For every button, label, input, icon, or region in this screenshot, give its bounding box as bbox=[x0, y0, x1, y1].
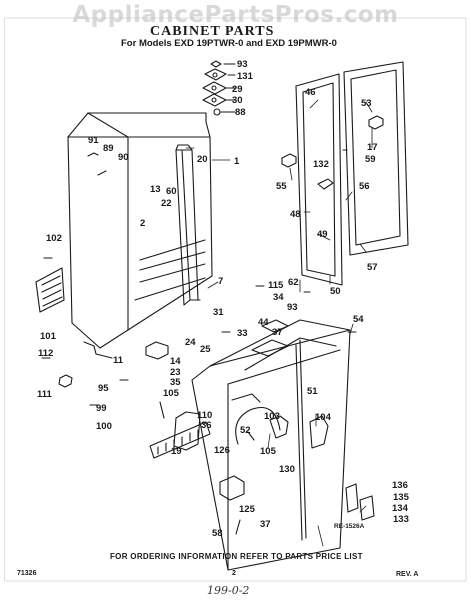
document-code: 71326 bbox=[17, 570, 37, 577]
cabinet-back-panel bbox=[35, 267, 65, 313]
callout-99: 99 bbox=[96, 403, 107, 414]
part-callouts: 93 131 29 30 88 46 53 17 59 91 89 90 20 … bbox=[37, 59, 410, 539]
callout-115: 115 bbox=[268, 280, 284, 291]
callout-46: 46 bbox=[305, 87, 316, 98]
callout-93: 93 bbox=[237, 59, 248, 70]
door-gasket-frames bbox=[295, 61, 409, 286]
callout-54: 54 bbox=[353, 314, 364, 325]
callout-52: 52 bbox=[240, 425, 251, 436]
callout-23: 23 bbox=[170, 367, 181, 378]
callout-51: 51 bbox=[307, 386, 318, 397]
callout-59: 59 bbox=[365, 154, 376, 165]
callout-130: 130 bbox=[279, 464, 295, 475]
callout-62: 62 bbox=[288, 277, 299, 288]
callout-25: 25 bbox=[200, 344, 211, 355]
callout-105: 105 bbox=[163, 388, 180, 399]
callout-34: 34 bbox=[273, 292, 284, 303]
page-number: 2 bbox=[232, 570, 236, 577]
callout-14: 14 bbox=[170, 356, 181, 367]
callout-91: 91 bbox=[88, 135, 99, 146]
callout-22: 22 bbox=[161, 198, 172, 209]
callout-125: 125 bbox=[239, 504, 256, 515]
callout-55: 55 bbox=[276, 181, 287, 192]
callout-53: 53 bbox=[361, 98, 372, 109]
diagram-subtitle: For Models EXD 19PTWR-0 and EXD 19PMWR-0 bbox=[121, 38, 337, 49]
callout-17: 17 bbox=[367, 142, 378, 153]
callout-36: 36 bbox=[201, 420, 212, 431]
callout-44: 44 bbox=[258, 317, 269, 328]
callout-56: 56 bbox=[359, 181, 370, 192]
right-side-parts bbox=[219, 393, 375, 535]
callout-24: 24 bbox=[185, 337, 196, 348]
callout-100: 100 bbox=[96, 421, 112, 432]
callout-13: 13 bbox=[150, 184, 161, 195]
callout-31: 31 bbox=[213, 307, 224, 318]
callout-37-lower: 37 bbox=[260, 519, 271, 530]
callout-133: 133 bbox=[393, 514, 409, 525]
cabinet-shell bbox=[67, 112, 213, 349]
callout-126: 126 bbox=[214, 445, 230, 456]
callout-29: 29 bbox=[232, 84, 243, 95]
callout-48: 48 bbox=[290, 209, 301, 220]
callout-30: 30 bbox=[232, 95, 243, 106]
callout-11: 11 bbox=[113, 355, 124, 366]
diagram-title: CABINET PARTS bbox=[150, 24, 275, 39]
callout-132: 132 bbox=[313, 159, 329, 170]
revision-label: REV. A bbox=[396, 571, 419, 578]
callout-104: 104 bbox=[315, 412, 332, 423]
callout-19: 19 bbox=[171, 446, 182, 457]
callout-2: 2 bbox=[140, 218, 145, 229]
lower-left-parts bbox=[58, 341, 211, 459]
watermark: AppliancePartsPros.com bbox=[72, 2, 399, 28]
top-hinge-parts bbox=[202, 60, 236, 116]
callout-102: 102 bbox=[46, 233, 62, 244]
callout-37: 37 bbox=[272, 327, 283, 338]
callout-101: 101 bbox=[40, 331, 57, 342]
callout-93-lower: 93 bbox=[287, 302, 298, 313]
callout-95: 95 bbox=[98, 383, 109, 394]
callout-135: 135 bbox=[393, 492, 410, 503]
callout-leader-lines bbox=[185, 99, 373, 547]
callout-50: 50 bbox=[330, 286, 341, 297]
callout-134: 134 bbox=[392, 503, 409, 514]
callout-105-lower: 105 bbox=[260, 446, 277, 457]
callout-131: 131 bbox=[237, 71, 254, 82]
handwritten-note: 199-0-2 bbox=[207, 584, 250, 597]
callout-136: 136 bbox=[392, 480, 408, 491]
fasteners bbox=[41, 152, 357, 441]
callout-20: 20 bbox=[197, 154, 208, 165]
callout-1: 1 bbox=[234, 156, 240, 167]
callout-57: 57 bbox=[367, 262, 378, 273]
callout-89: 89 bbox=[103, 143, 114, 154]
callout-49: 49 bbox=[317, 229, 328, 240]
callout-33: 33 bbox=[237, 328, 248, 339]
callout-110: 110 bbox=[197, 410, 212, 421]
callout-88: 88 bbox=[235, 107, 246, 118]
callout-90: 90 bbox=[118, 152, 129, 163]
door-hinge-bracket bbox=[281, 115, 384, 190]
callout-58: 58 bbox=[212, 528, 223, 539]
callout-112: 112 bbox=[38, 348, 53, 359]
callout-111: 111 bbox=[37, 389, 53, 400]
callout-7: 7 bbox=[218, 276, 223, 287]
drawing-code: RE-1526A bbox=[334, 523, 365, 530]
callout-60: 60 bbox=[166, 186, 177, 197]
lower-cabinet-base bbox=[191, 319, 351, 571]
callout-35: 35 bbox=[170, 377, 181, 388]
ordering-info-note: FOR ORDERING INFORMATION REFER TO PARTS … bbox=[110, 552, 363, 561]
callout-103: 103 bbox=[264, 411, 280, 422]
